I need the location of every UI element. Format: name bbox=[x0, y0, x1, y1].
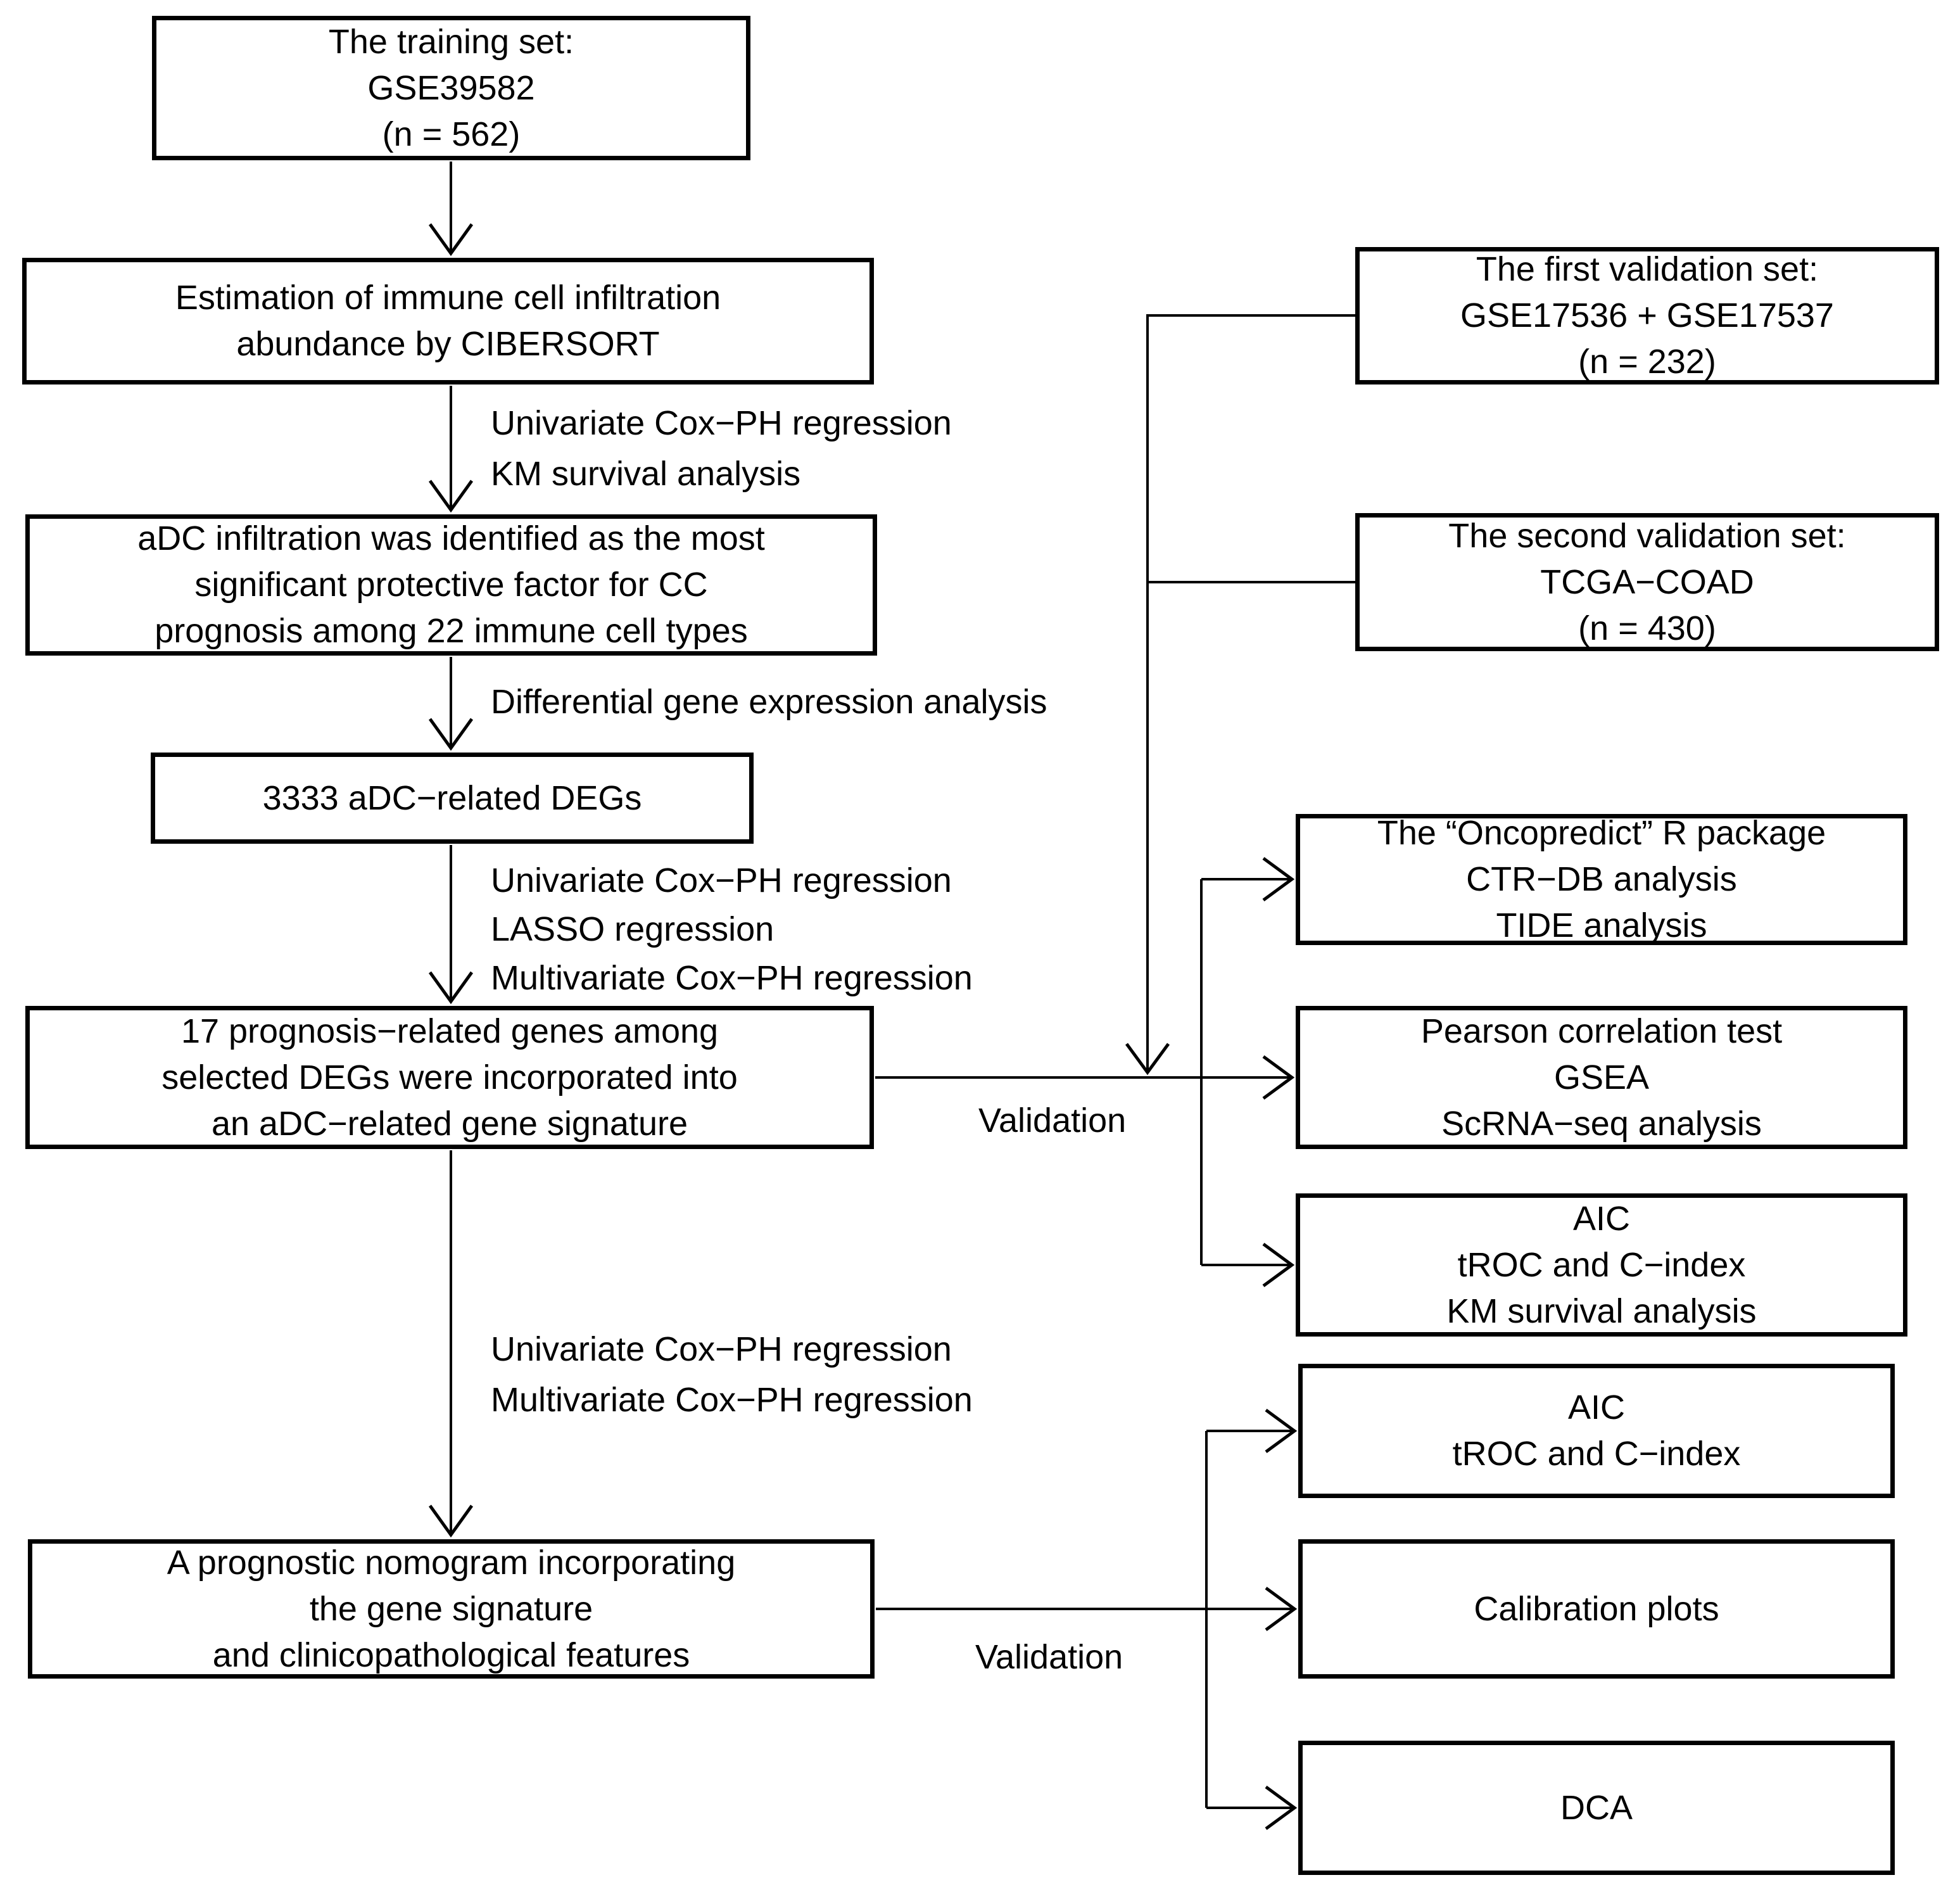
connector-validation-branches bbox=[1200, 856, 1295, 1288]
connector-line bbox=[1200, 878, 1292, 1266]
arrowhead-right-icon bbox=[1262, 1055, 1295, 1100]
box-drug-analysis: The “Oncopredict” R package CTR−DB analy… bbox=[1296, 814, 1907, 945]
arrowhead-right-icon bbox=[1262, 856, 1295, 902]
box-correlation-analysis-text: Pearson correlation test GSEA ScRNA−seq … bbox=[1420, 1012, 1783, 1143]
arrowhead-down-icon bbox=[428, 1504, 474, 1538]
label-validation-nomogram: Validation bbox=[975, 1638, 1123, 1676]
box-correlation-analysis: Pearson correlation test GSEA ScRNA−seq … bbox=[1296, 1006, 1907, 1149]
box-adc-degs: 3333 aDC−related DEGs bbox=[151, 753, 754, 844]
box-cibersort-estimation: Estimation of immune cell infiltration a… bbox=[22, 258, 874, 384]
box-calibration-plots: Calibration plots bbox=[1298, 1539, 1895, 1679]
label-cox-lasso-multivariate: Univariate Cox−PH regression LASSO regre… bbox=[491, 861, 973, 997]
box-prognostic-nomogram: A prognostic nomogram incorporating the … bbox=[28, 1539, 875, 1679]
box-prognostic-nomogram-text: A prognostic nomogram incorporating the … bbox=[167, 1543, 736, 1674]
arrowhead-down-icon bbox=[428, 223, 474, 257]
box-nomogram-performance: AIC tROC and C−index bbox=[1298, 1364, 1895, 1498]
box-signature-performance: AIC tROC and C−index KM survival analysi… bbox=[1296, 1193, 1907, 1337]
arrowhead-down-icon bbox=[1125, 1043, 1170, 1076]
box-adc-degs-text: 3333 aDC−related DEGs bbox=[262, 778, 642, 817]
arrowhead-right-icon bbox=[1265, 1785, 1298, 1831]
arrow-signature-to-nomogram bbox=[428, 1150, 474, 1538]
box-cibersort-estimation-text: Estimation of immune cell infiltration a… bbox=[175, 279, 721, 363]
box-adc-protective-factor: aDC infiltration was identified as the m… bbox=[25, 514, 877, 656]
box-signature-performance-text: AIC tROC and C−index KM survival analysi… bbox=[1446, 1199, 1757, 1330]
box-second-validation-set-text: The second validation set: TCGA−COAD (n … bbox=[1448, 516, 1846, 647]
label-dge-analysis: Differential gene expression analysis bbox=[491, 683, 1047, 721]
arrowhead-right-icon bbox=[1265, 1408, 1298, 1454]
box-drug-analysis-text: The “Oncopredict” R package CTR−DB analy… bbox=[1377, 814, 1826, 944]
label-validation-signature: Validation bbox=[978, 1102, 1127, 1140]
arrowhead-down-icon bbox=[428, 718, 474, 751]
box-adc-protective-factor-text: aDC infiltration was identified as the m… bbox=[137, 519, 765, 650]
box-gene-signature: 17 prognosis−related genes among selecte… bbox=[25, 1006, 874, 1149]
arrowhead-right-icon bbox=[1265, 1586, 1298, 1632]
connector-signature-validation bbox=[875, 1055, 1295, 1100]
box-training-set: The training set: GSE39582 (n = 562) bbox=[152, 16, 750, 160]
arrow-degs-to-signature bbox=[428, 845, 474, 1005]
arrow-training-to-estimation bbox=[428, 162, 474, 257]
arrowhead-down-icon bbox=[428, 971, 474, 1005]
box-gene-signature-text: 17 prognosis−related genes among selecte… bbox=[161, 1012, 738, 1143]
box-second-validation-set: The second validation set: TCGA−COAD (n … bbox=[1355, 513, 1939, 651]
box-dca: DCA bbox=[1298, 1741, 1895, 1875]
box-dca-text: DCA bbox=[1560, 1788, 1633, 1827]
box-first-validation-set-text: The first validation set: GSE17536 + GSE… bbox=[1460, 250, 1834, 381]
box-first-validation-set: The first validation set: GSE17536 + GSE… bbox=[1355, 247, 1939, 384]
connector-nomogram-validation bbox=[876, 1586, 1298, 1632]
box-nomogram-performance-text: AIC tROC and C−index bbox=[1452, 1388, 1741, 1473]
arrow-adc-to-degs bbox=[428, 657, 474, 751]
label-cox-multivariate: Univariate Cox−PH regression Multivariat… bbox=[491, 1330, 973, 1419]
arrowhead-down-icon bbox=[428, 480, 474, 513]
box-calibration-plots-text: Calibration plots bbox=[1474, 1589, 1719, 1628]
connector-line bbox=[1205, 1430, 1294, 1809]
arrow-estimation-to-adc bbox=[428, 386, 474, 513]
connector-nomogram-branches bbox=[1205, 1408, 1298, 1831]
connector-line bbox=[1146, 314, 1355, 1073]
arrowhead-right-icon bbox=[1262, 1242, 1295, 1288]
box-training-set-text: The training set: GSE39582 (n = 562) bbox=[328, 22, 574, 153]
connector-validation-sets bbox=[1125, 314, 1355, 1076]
label-cox-km: Univariate Cox−PH regression KM survival… bbox=[491, 404, 952, 493]
